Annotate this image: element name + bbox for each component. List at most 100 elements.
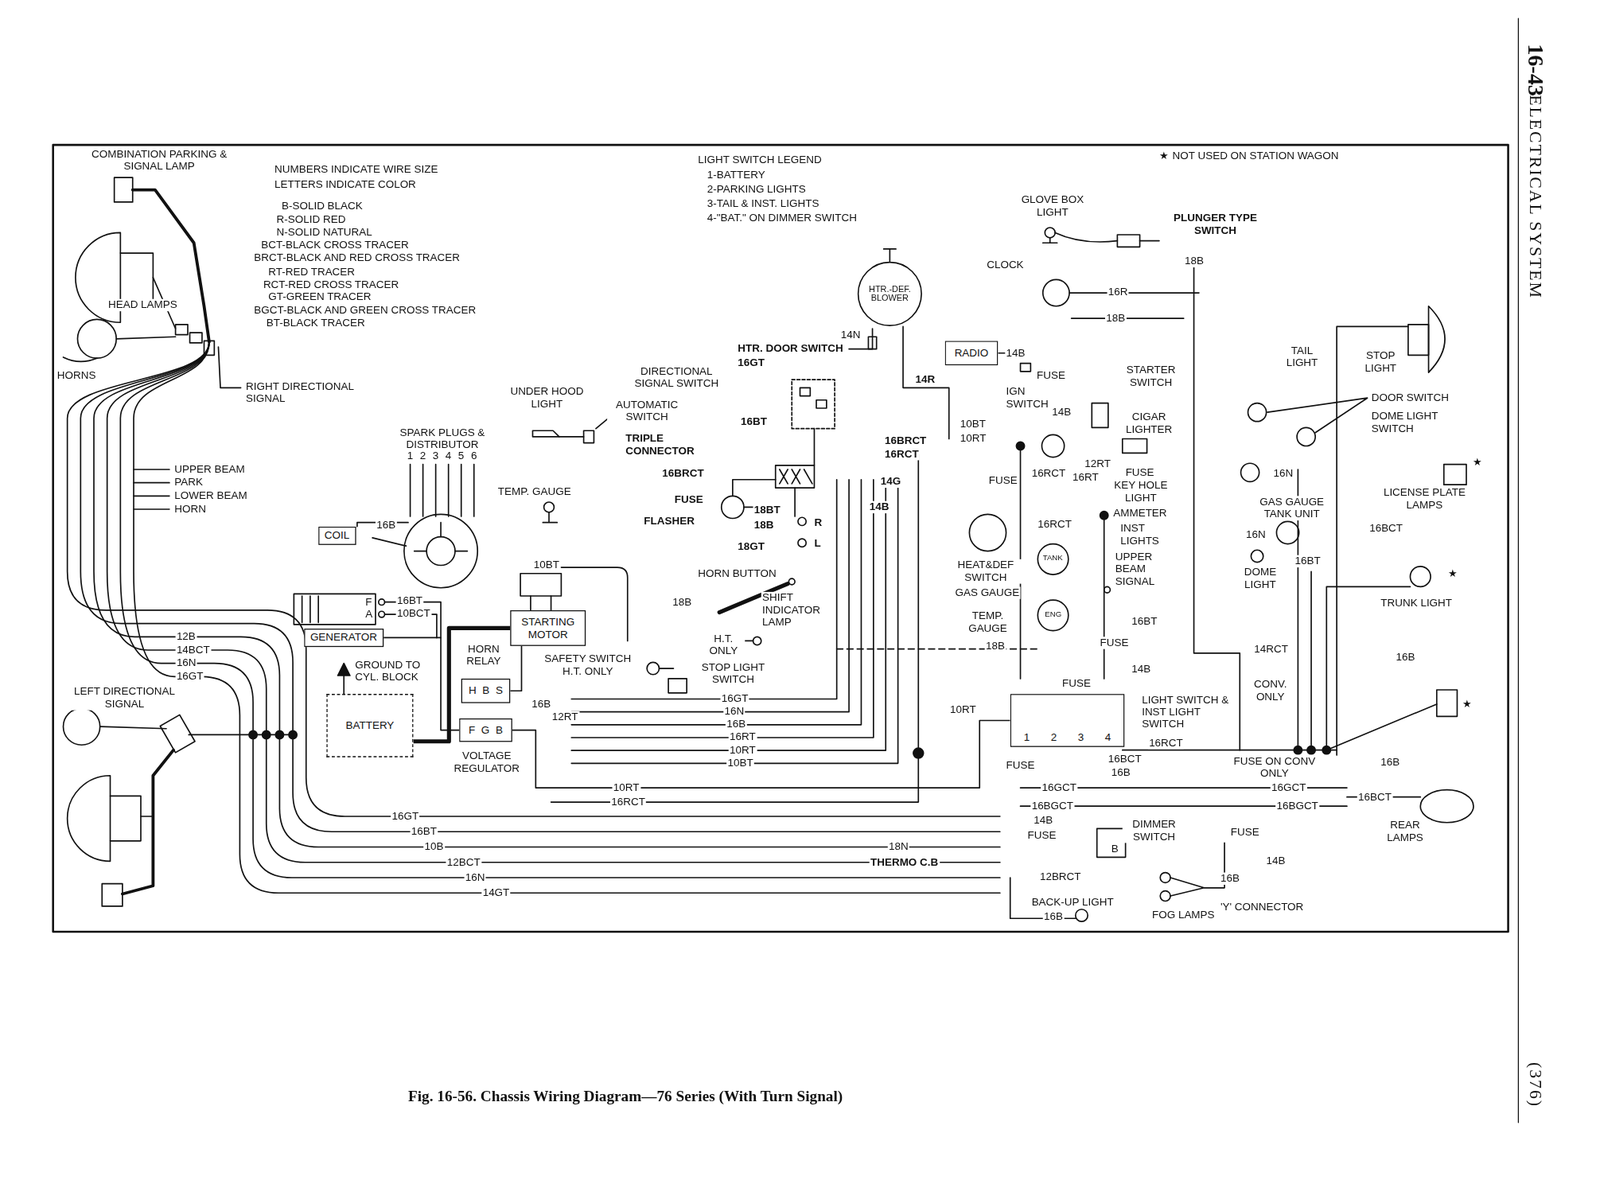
part-label: RCT-RED CROSS TRACER	[262, 278, 401, 291]
wiring-stroke	[1170, 842, 1225, 896]
part-label: ENG	[1043, 610, 1063, 619]
wiring-stroke	[1276, 521, 1299, 544]
wiring-stroke	[1122, 438, 1148, 453]
wiring-stroke	[1122, 749, 1337, 752]
part-label: TEMP. GAUGE	[961, 610, 1015, 635]
blower-circle: HTR.-DEF. BLOWER	[856, 260, 923, 327]
wiring-stroke	[1408, 324, 1429, 355]
wiring-stroke	[107, 342, 1001, 863]
part-label: 12BRCT	[1039, 870, 1083, 883]
node-text: BATTERY	[345, 719, 394, 732]
part-label: 12BCT	[445, 856, 481, 869]
part-label: 16GT	[390, 809, 420, 822]
part-label: KEY HOLE LIGHT	[1107, 479, 1176, 504]
part-label: BACK-UP LIGHT	[1030, 895, 1115, 908]
wiring-stroke	[1444, 464, 1467, 486]
wiring-stroke	[133, 469, 170, 510]
wiring-stroke	[140, 815, 153, 818]
part-label: 16N	[1245, 528, 1267, 541]
node-text: B	[495, 724, 503, 736]
part-label: UPPER BEAM	[173, 463, 246, 475]
part-label: 16N	[1272, 467, 1294, 479]
wiring-stroke	[1420, 790, 1474, 823]
wiring-stroke	[800, 387, 827, 409]
wiring-stroke	[571, 479, 898, 764]
wiring-stroke	[544, 502, 555, 513]
part-label: LOWER BEAM	[173, 490, 249, 503]
part-label: BT-BLACK TRACER	[264, 317, 366, 330]
part-label: FUSE	[1026, 829, 1057, 842]
part-label: 12RT	[1083, 458, 1112, 471]
part-label: 16B	[1109, 766, 1132, 779]
part-label: FUSE	[1004, 759, 1036, 771]
wiring-stroke	[116, 336, 176, 339]
wiring-stroke	[883, 249, 896, 261]
part-label: 16GT	[175, 670, 205, 683]
wiring-stroke	[1100, 511, 1109, 520]
part-label: THERMO C.B	[869, 856, 940, 869]
wiring-stroke	[530, 595, 552, 611]
part-label: 14B	[1265, 855, 1287, 868]
part-label: 16BT	[739, 415, 769, 428]
part-label: 5	[457, 450, 466, 463]
part-label: 14B	[1032, 813, 1055, 826]
wiring-stroke	[1020, 363, 1032, 372]
part-label: 16R	[1107, 285, 1129, 298]
part-label: GLOVE BOX LIGHT	[1013, 194, 1093, 219]
wiring-stroke	[571, 479, 874, 738]
part-label: TEMP. GAUGE	[497, 485, 573, 498]
part-label: 16BGCT	[1030, 800, 1075, 813]
part-label: 4-"BAT." ON DIMMER SWITCH	[706, 212, 859, 225]
wiring-stroke	[1044, 227, 1055, 238]
wiring-stroke	[559, 436, 584, 438]
part-label: HORNS	[56, 369, 98, 382]
node-text: GENERATOR	[310, 631, 378, 644]
wiring-stroke	[338, 663, 351, 676]
part-label: COMBINATION PARKING & SIGNAL LAMP	[86, 147, 232, 172]
wiring-stroke	[779, 469, 813, 484]
part-label: 16B	[375, 519, 398, 532]
part-label: VOLTAGE REGULATOR	[444, 750, 529, 775]
wiring-stroke	[426, 537, 456, 566]
part-label: SHIFT INDICATOR LAMP	[761, 591, 834, 628]
part-label: 18B	[671, 595, 693, 608]
part-label: STOP LIGHT	[1354, 350, 1408, 374]
part-label: SPARK PLUGS & DISTRIBUTOR	[387, 426, 497, 451]
node-text: B	[482, 685, 490, 697]
part-label: ★	[1447, 567, 1460, 580]
wiring-stroke	[595, 418, 608, 429]
part-label: 16RT	[728, 730, 757, 743]
wiring-stroke	[1326, 704, 1437, 751]
part-label: PLUNGER TYPE SWITCH	[1163, 212, 1268, 237]
part-label: 18N	[887, 840, 910, 853]
part-label: 14BCT	[175, 643, 211, 656]
wiring-stroke	[1071, 317, 1184, 320]
wiring-stroke	[1075, 909, 1088, 922]
horn-relay-box: HBS	[461, 678, 511, 704]
part-label: SAFETY SWITCH H.T. ONLY	[535, 653, 640, 678]
node-text: COIL	[324, 529, 350, 542]
wiring-stroke	[903, 326, 950, 439]
part-label: TRUNK LIGHT	[1379, 596, 1453, 609]
part-label: 16GCT	[1270, 781, 1308, 794]
part-label: 18B	[984, 639, 1007, 652]
wiring-stroke	[120, 342, 1001, 878]
part-label: CIGAR LIGHTER	[1117, 411, 1181, 436]
wiring-stroke	[110, 795, 141, 841]
wiring-stroke	[1409, 566, 1431, 588]
part-label: 16N	[464, 871, 487, 884]
part-label: 16B	[1043, 910, 1065, 923]
wiring-stroke	[1250, 549, 1263, 562]
part-label: 10B	[423, 840, 445, 853]
part-label: N-SOLID NATURAL	[275, 226, 374, 239]
part-label: REAR LAMPS	[1379, 819, 1431, 844]
part-label: STOP LIGHT SWITCH	[693, 661, 773, 686]
part-label: CLOCK	[985, 259, 1025, 272]
wiring-stroke	[542, 512, 557, 523]
part-label: FUSE	[673, 494, 704, 507]
wiring-stroke	[63, 357, 98, 362]
page-header: 16-43	[1522, 42, 1549, 98]
part-label: 16RT	[1071, 471, 1100, 484]
wire-connector	[512, 720, 1011, 788]
part-label: 16RCT	[1036, 518, 1073, 531]
